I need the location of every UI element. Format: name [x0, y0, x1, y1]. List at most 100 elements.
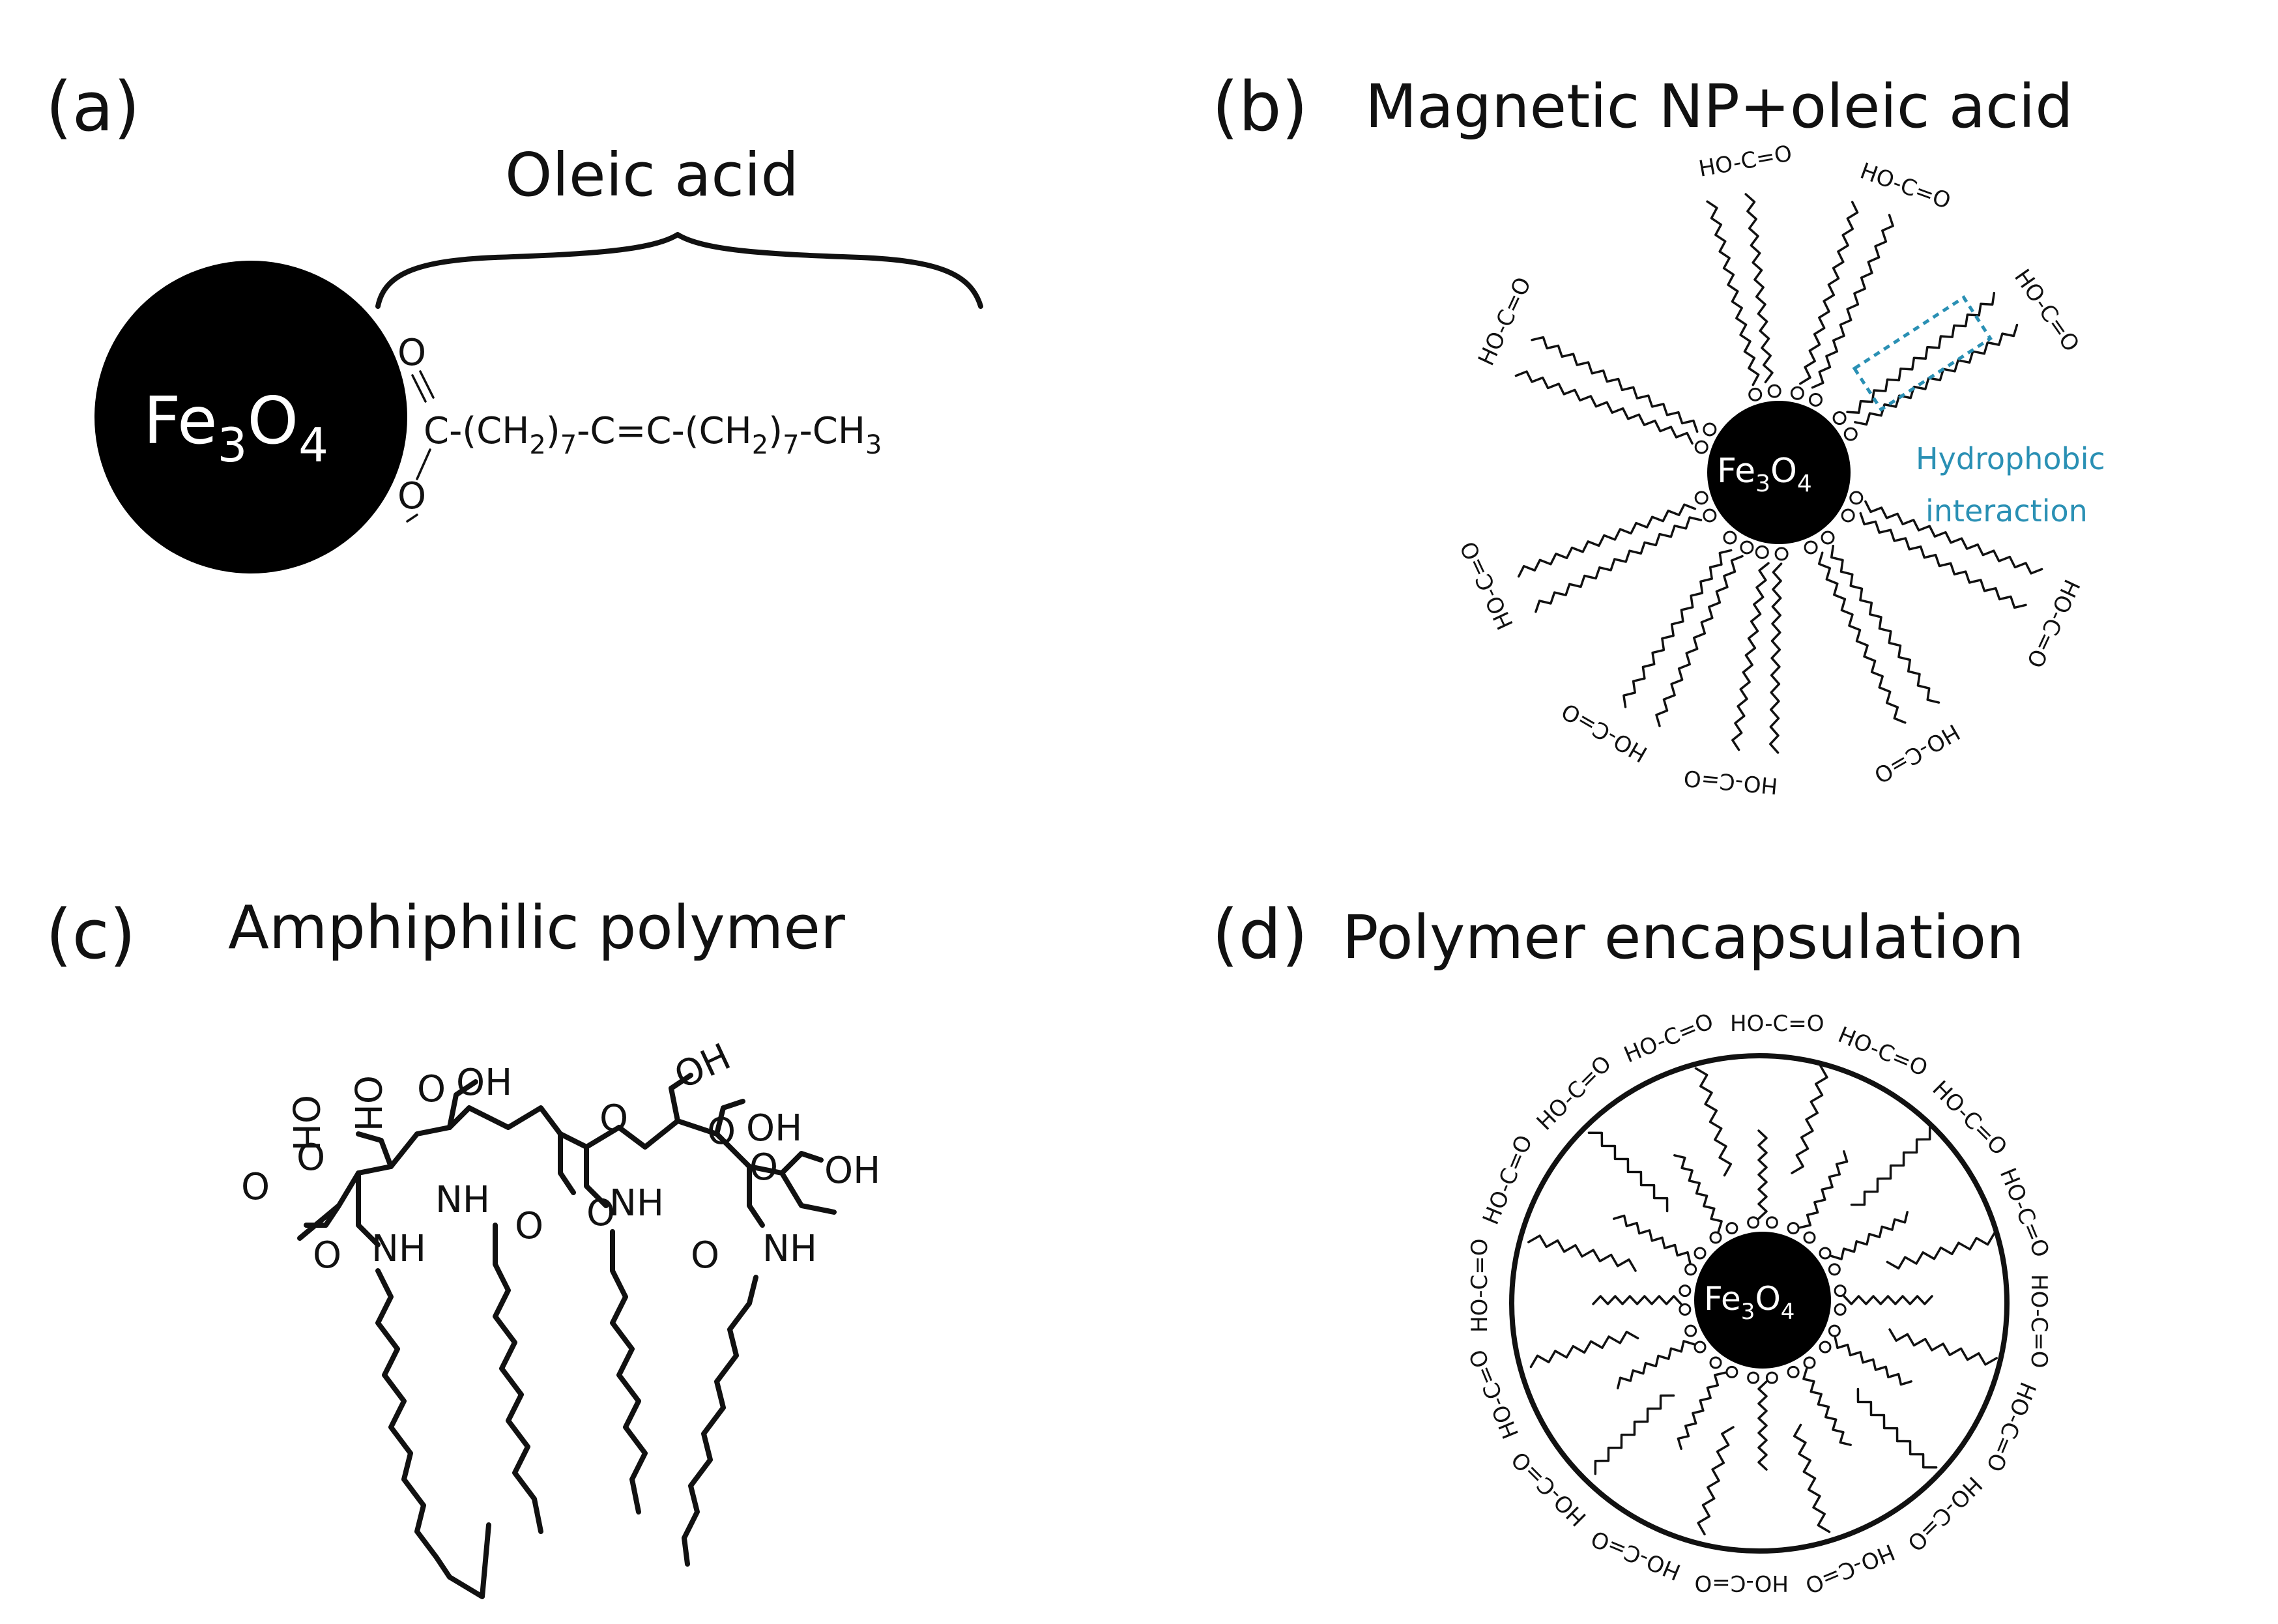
- anchor-oxygen-d: [1679, 1303, 1692, 1316]
- polymer-tail-d: [1850, 1125, 1931, 1206]
- anchor-oxygen: [1843, 427, 1858, 441]
- group-carbonyl-8: O: [749, 1146, 778, 1189]
- outer-carboxyl: HO-C=O: [1467, 1238, 1493, 1333]
- polymer-alkyl-tails: [375, 1223, 758, 1599]
- anchor-oxygen-d: [1787, 1222, 1800, 1235]
- outer-carboxyl: HO-C=O: [1694, 1570, 1789, 1596]
- polymer-tail-d: [1527, 1234, 1637, 1272]
- double-bond-2: [411, 374, 427, 403]
- anchor-oxygen-d: [1694, 1341, 1707, 1354]
- anchor-oxygen-d: [1679, 1284, 1692, 1298]
- group-carbonyl-7: O: [707, 1110, 736, 1153]
- anchor-oxygen: [1694, 491, 1708, 505]
- anchor-oxygen: [1821, 530, 1835, 545]
- oleic-chain-d: [1613, 1214, 1692, 1264]
- group-oh-1: OH: [284, 1095, 326, 1151]
- oleic-chain: [1535, 516, 1703, 613]
- polymer-tail-d: [1791, 1065, 1828, 1174]
- panel-d-label: (d): [1212, 895, 1308, 974]
- group-nh-2: NH: [609, 1182, 664, 1225]
- anchor-oxygen-d: [1709, 1231, 1722, 1244]
- carboxyl-head: HO-C=O: [1869, 719, 1964, 789]
- anchor-oxygen-d: [1819, 1341, 1832, 1354]
- fe3o4-nanoparticle-d: [1694, 1232, 1831, 1369]
- anchor-oxygen: [1748, 387, 1763, 401]
- polymer-tail-d: [1888, 1328, 1998, 1366]
- outer-carboxyl: HO-C=O: [1802, 1539, 1899, 1599]
- carboxyl-head: HO-C=O: [1473, 273, 1536, 370]
- fe3o4-nanoparticle-b: [1707, 401, 1851, 544]
- ester-oxygen: O: [397, 475, 426, 517]
- panel-a: (a) Oleic acid Fe3O4 O C-(CH2)7-C=C-(CH2…: [46, 67, 983, 573]
- double-bond-1: [419, 370, 435, 399]
- carboxyl-head: HO-C=O: [1682, 764, 1778, 798]
- ester-bond: [416, 448, 431, 480]
- oleic-chain: [1531, 336, 1699, 433]
- oleic-chain: [1864, 500, 2043, 575]
- group-nh-4: NH: [371, 1228, 426, 1270]
- polymer-tail-d: [1793, 1423, 1831, 1533]
- group-carbonyl-9: O: [691, 1234, 719, 1277]
- anchor-oxygen: [1849, 491, 1864, 505]
- anchor-oxygen: [1774, 547, 1789, 561]
- group-nh-3: NH: [762, 1228, 817, 1270]
- anchor-oxygen-d: [1684, 1263, 1697, 1276]
- fe3o4-nanoparticle: [94, 261, 407, 573]
- group-oh-3: OH: [456, 1062, 512, 1104]
- carboxyl-head: HO-C=O: [1557, 697, 1652, 767]
- polymer-tail-d: [1886, 1232, 1996, 1270]
- oleic-chain: [1744, 193, 1774, 384]
- outer-carboxyl: HO-C=O: [1507, 1446, 1591, 1531]
- anchor-oxygen-d: [1787, 1365, 1800, 1378]
- oleic-chain-d: [1677, 1371, 1727, 1450]
- group-carbonyl-2: O: [296, 1137, 325, 1179]
- carboxyl-head: HO-C=O: [1697, 140, 1794, 182]
- oleic-chain-d: [1757, 1380, 1768, 1471]
- oleic-chain: [1517, 503, 1697, 578]
- oleic-chain: [1622, 549, 1733, 708]
- panel-b-title: Magnetic NP+oleic acid: [1365, 72, 2073, 141]
- panel-c-label: (c): [46, 895, 136, 974]
- outer-carboxyl: HO-C=O: [2026, 1274, 2052, 1369]
- anchor-oxygen: [1703, 422, 1717, 437]
- oleic-chain-d: [1802, 1367, 1852, 1446]
- hydrophobic-label: Hydrophobic: [1916, 441, 2105, 476]
- group-nh-1: NH: [435, 1179, 490, 1221]
- polymer-tail-d: [1697, 1426, 1735, 1535]
- anchor-oxygen: [1694, 440, 1708, 454]
- carboxyl-head: HO-C=O: [1456, 537, 1519, 633]
- oleic-chain: [1514, 370, 1694, 445]
- anchor-oxygen: [1703, 508, 1717, 523]
- oleic-chain-d: [1757, 1129, 1768, 1220]
- oleic-chain: [1706, 200, 1760, 386]
- anchor-oxygen: [1740, 540, 1754, 555]
- polymer-tail-d: [1587, 1131, 1669, 1213]
- anchor-oxygen-d: [1725, 1222, 1738, 1235]
- oleic-chain: [1811, 214, 1894, 389]
- anchor-oxygen-d: [1765, 1371, 1778, 1384]
- anchor-oxygen-d: [1765, 1216, 1778, 1229]
- anchor-oxygen-d: [1709, 1356, 1722, 1369]
- anchor-oxygen-d: [1803, 1231, 1816, 1244]
- panel-d-title: Polymer encapsulation: [1342, 903, 2024, 972]
- oleic-chain: [1769, 562, 1783, 754]
- panel-c-title: Amphiphilic polymer: [228, 893, 845, 963]
- anchor-oxygen-d: [1819, 1247, 1832, 1260]
- fe3o4-core-label-d: Fe3O4: [1704, 1280, 1795, 1325]
- oleic-chain: [1817, 551, 1907, 724]
- group-oh-5: OH: [746, 1107, 802, 1150]
- anchor-oxygen: [1723, 530, 1737, 545]
- carbonyl-oxygen: O: [397, 332, 426, 374]
- group-oh-4: OH: [668, 1036, 737, 1097]
- anchor-oxygen: [1804, 540, 1818, 555]
- ester-charge: [406, 514, 418, 523]
- anchor-oxygen: [1767, 384, 1781, 398]
- anchor-oxygen-d: [1747, 1371, 1760, 1384]
- oleic-formula: C-(CH2)7-C=C-(CH2)7-CH3: [424, 410, 882, 460]
- fe3o4-core-label-b: Fe3O4: [1717, 452, 1812, 497]
- anchor-oxygen-d: [1684, 1324, 1697, 1337]
- carboxyl-head: HO-C=O: [2021, 575, 2084, 672]
- polymer-shell: [1509, 1053, 2010, 1554]
